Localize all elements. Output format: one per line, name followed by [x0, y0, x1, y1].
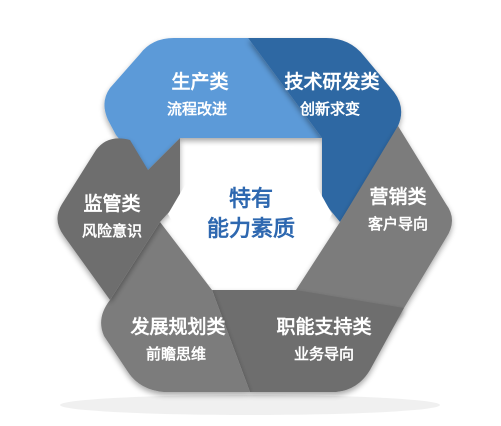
center-hexagon	[168, 146, 332, 284]
segment-production-subtitle: 流程改进	[167, 100, 227, 118]
segment-marketing	[296, 126, 452, 326]
segment-planning-subtitle: 前瞻思维	[146, 345, 206, 363]
segment-marketing-subtitle: 客户导向	[367, 215, 428, 233]
segment-marketing-title: 营销类	[369, 185, 426, 208]
segment-planning-title: 发展规划类	[129, 315, 225, 338]
floor-shadow	[60, 395, 440, 415]
segment-rnd-subtitle: 创新求变	[299, 100, 360, 118]
center-title-line2: 能力素质	[207, 216, 295, 242]
segment-support-title: 职能支持类	[276, 315, 371, 338]
segment-supervision-title: 监管类	[83, 192, 140, 215]
segment-production	[104, 38, 322, 170]
segment-supervision	[57, 138, 180, 300]
segment-support-subtitle: 业务导向	[294, 345, 354, 363]
segment-rnd	[248, 38, 402, 222]
segment-production-title: 生产类	[171, 70, 228, 93]
segment-rnd-title: 技术研发类	[284, 70, 379, 93]
center-title-line1: 特有	[229, 186, 273, 212]
segment-supervision-subtitle: 风险意识	[82, 222, 142, 240]
segment-planning	[101, 222, 250, 392]
segment-support	[212, 290, 404, 392]
